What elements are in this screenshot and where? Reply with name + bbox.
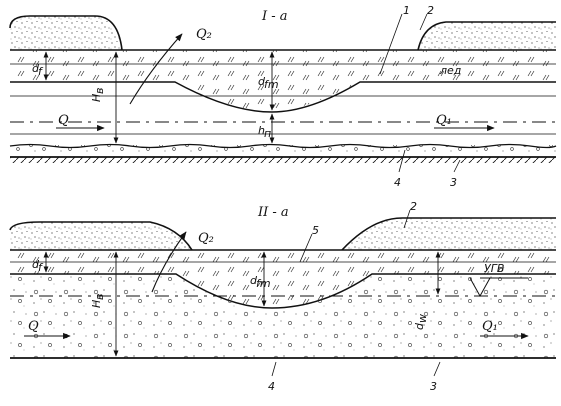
snow-bank-right-bottom xyxy=(342,218,556,250)
label-hb-sub: в xyxy=(93,88,106,94)
label-df: d xyxy=(32,62,40,75)
label-hb-bottom: H xyxy=(90,300,103,308)
label-ice: лед xyxy=(439,64,461,77)
label-4-bottom: 4 xyxy=(268,380,275,393)
ice-cover xyxy=(10,50,556,112)
label-4-top: 4 xyxy=(394,176,401,189)
label-q1-bottom: Q₁ xyxy=(482,319,498,334)
label-dfm-sub-bottom: fm xyxy=(256,277,271,290)
label-3-top: 3 xyxy=(450,176,457,189)
section-bottom: УГВ d f H в d fm d w Q₂ Q Q₁ II - a 2 5 … xyxy=(9,200,556,393)
label-dw: d xyxy=(413,322,426,330)
section-top: d f H в d fm h п Q₂ Q Q₁ I - a 1 2 лед 4… xyxy=(9,4,557,189)
label-q2-top: Q₂ xyxy=(196,27,212,42)
label-df-bottom: d xyxy=(32,258,40,271)
label-q2-bottom: Q₂ xyxy=(198,231,214,246)
frozen-zone xyxy=(10,250,556,308)
label-dfm-sub: fm xyxy=(264,78,279,91)
label-2-bottom: 2 xyxy=(410,200,417,213)
label-3-bottom: 3 xyxy=(430,380,437,393)
label-q-top: Q xyxy=(58,113,69,128)
label-df-sub: f xyxy=(38,65,44,78)
label-dfm-bottom: d xyxy=(250,274,258,287)
label-ugv: УГВ xyxy=(484,262,504,275)
snow-bank-left-bottom xyxy=(10,222,192,250)
label-dw-sub: w xyxy=(416,314,429,323)
label-q1-top: Q₁ xyxy=(436,113,452,128)
label-hb-sub-bottom: в xyxy=(93,294,106,300)
label-dfm: d xyxy=(258,75,266,88)
label-1: 1 xyxy=(403,4,410,17)
soil xyxy=(10,274,556,358)
label-df-sub-bottom: f xyxy=(38,261,44,274)
label-hn: h xyxy=(258,124,265,137)
label-hb: H xyxy=(90,94,103,102)
section-title-bottom: II - a xyxy=(257,205,289,220)
label-hn-sub: п xyxy=(264,127,271,140)
label-q-bottom: Q xyxy=(28,319,39,334)
snow-bank-right xyxy=(418,22,556,50)
section-title-top: I - a xyxy=(261,9,288,24)
label-5: 5 xyxy=(312,224,319,237)
label-2-top: 2 xyxy=(427,4,434,17)
snow-bank-left xyxy=(10,16,122,50)
